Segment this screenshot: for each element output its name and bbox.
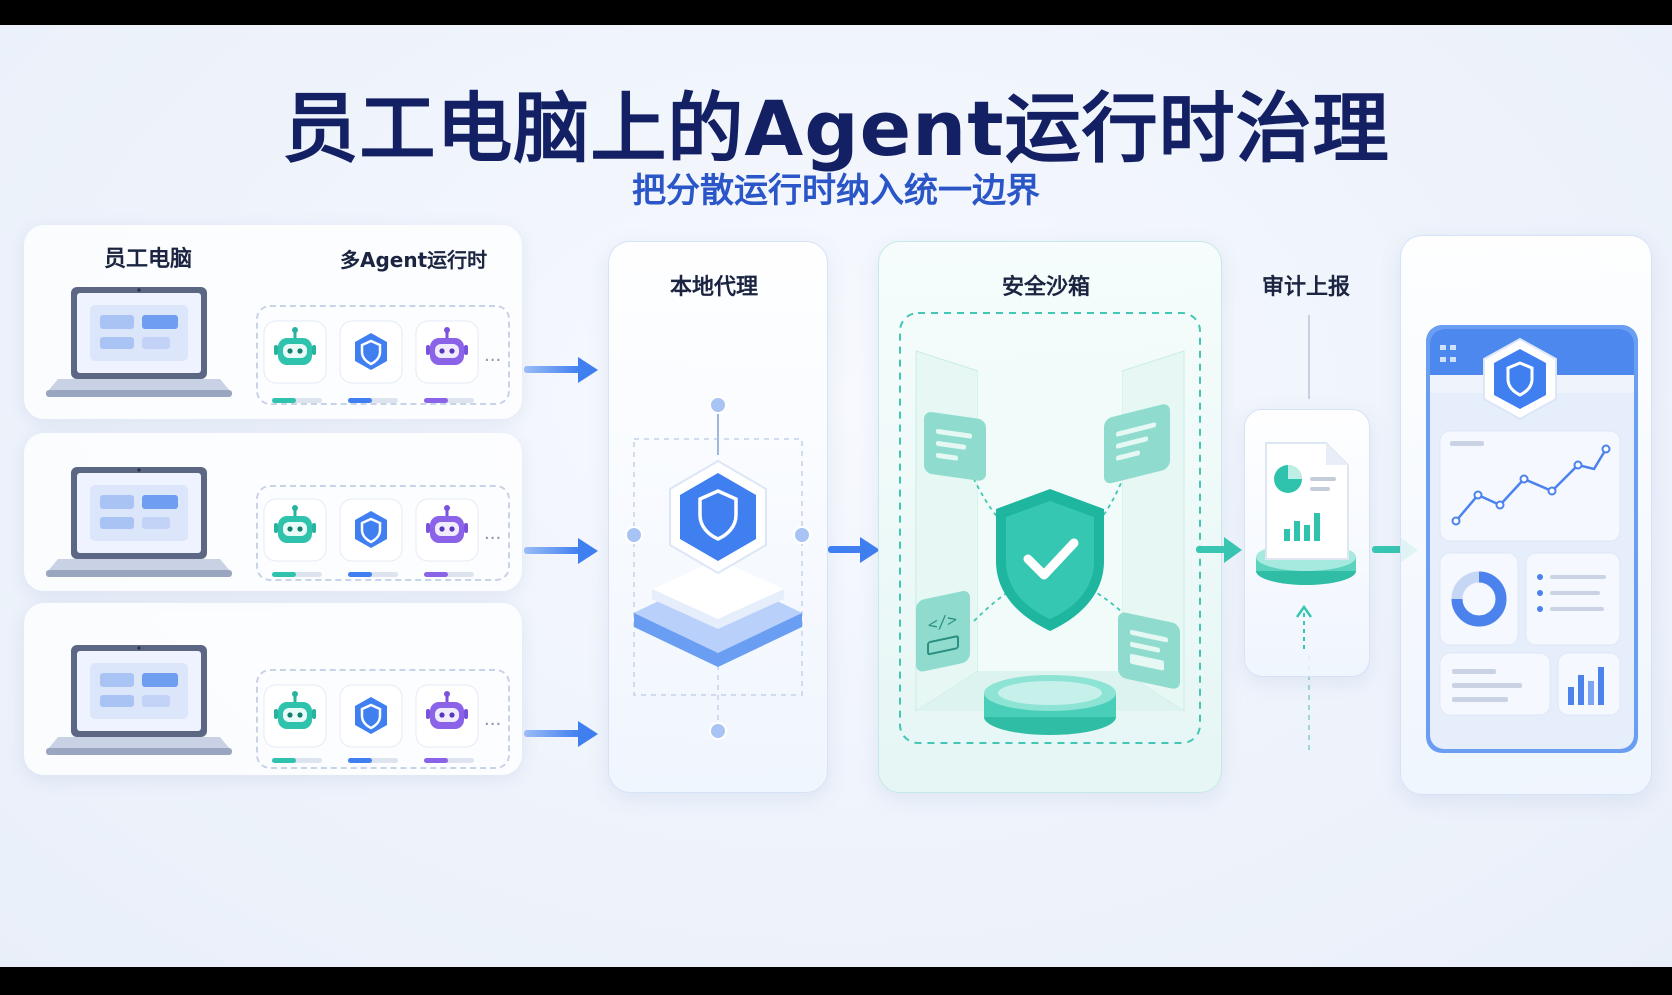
dashboard-icon: [1426, 325, 1638, 753]
arrow-right-icon: [524, 357, 598, 383]
row-ellipsis: ...: [484, 523, 502, 544]
agent-runtime-group-2: [256, 485, 510, 581]
page-subtitle: 把分散运行时纳入统一边界: [632, 171, 1040, 211]
audit-report-label: 审计上报: [1262, 275, 1351, 300]
local-proxy-label: 本地代理: [670, 275, 759, 300]
employee-pc-label: 员工电脑: [104, 247, 193, 272]
report-icon: [1256, 442, 1356, 649]
laptop-icon: [46, 645, 232, 755]
audit-connector: [1308, 315, 1310, 755]
robot-icon: [415, 684, 479, 748]
shield-hex-icon: [339, 684, 403, 748]
status-bars: [272, 398, 474, 403]
laptop-icon: [46, 467, 232, 577]
status-bars: [272, 572, 474, 577]
page-title: 员工电脑上的Agent运行时治理: [282, 84, 1390, 173]
robot-icon: [415, 498, 479, 562]
row-ellipsis: ...: [484, 345, 502, 366]
status-bars: [272, 758, 474, 763]
robot-icon: [263, 320, 327, 384]
diagram-stage: 员工电脑上的Agent运行时治理 把分散运行时纳入统一边界 员工电脑 多Agen…: [0, 25, 1672, 967]
shield-hex-icon: [339, 498, 403, 562]
sandbox-illustration: </>: [899, 312, 1201, 744]
agent-runtime-group-3: [256, 669, 510, 769]
agent-runtime-group-1: [256, 305, 510, 405]
arrow-right-icon: [524, 538, 598, 564]
shield-hex-icon: [339, 320, 403, 384]
proxy-hub-icon: [625, 396, 811, 740]
arrow-right-icon: [524, 721, 598, 747]
row-ellipsis: ...: [484, 709, 502, 730]
robot-icon: [415, 320, 479, 384]
arrow-right-icon: [1196, 537, 1242, 563]
arrow-right-icon: [828, 537, 880, 563]
laptop-icon: [46, 287, 232, 397]
security-sandbox-label: 安全沙箱: [1002, 275, 1091, 300]
robot-icon: [263, 498, 327, 562]
multi-agent-runtime-label: 多Agent运行时: [340, 248, 488, 272]
robot-icon: [263, 684, 327, 748]
